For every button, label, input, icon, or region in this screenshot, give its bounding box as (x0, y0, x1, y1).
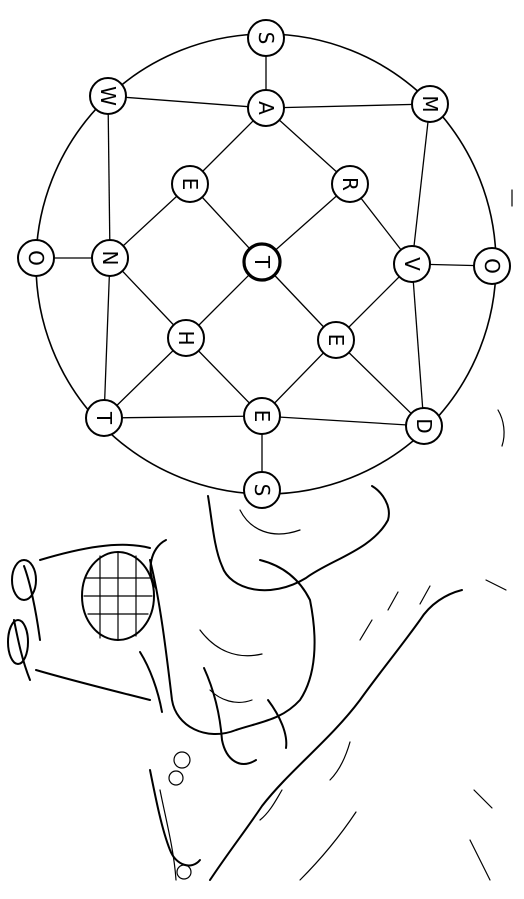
rim-node-t: T (86, 400, 122, 436)
rim-node-t-letter: T (92, 411, 116, 425)
inner-node-v: V (394, 246, 430, 282)
inner-node-a-letter: A (254, 101, 278, 115)
center-node-t-letter: T (250, 255, 274, 269)
child-with-basket-drawing (8, 190, 512, 880)
inner-node-h-letter: H (174, 330, 198, 345)
rim-node-w-letter: W (96, 86, 120, 106)
inner-node-a: A (248, 90, 284, 126)
edge-w-n (108, 96, 110, 258)
rim-node-d-letter: D (412, 418, 436, 433)
inner-node-r-letter: R (338, 177, 362, 191)
inner-node-n: N (92, 240, 128, 276)
inner-node-e-bottom: E (244, 398, 280, 434)
rim-node-s-top-letter: S (254, 32, 278, 45)
edge-e-b-d (262, 416, 424, 426)
rim-node-d: D (406, 408, 442, 444)
inner-node-e-left: E (172, 166, 208, 202)
rim-node-m: M (412, 86, 448, 122)
edge-a-m (266, 104, 430, 108)
rim-node-w: W (90, 78, 126, 114)
edge-v-d (412, 264, 424, 426)
inner-node-e-right-letter: E (324, 334, 348, 347)
inner-node-v-letter: V (400, 257, 424, 271)
rim-node-o-left-letter: O (24, 250, 48, 266)
edge-t-bl-e-b (104, 416, 262, 418)
rim-node-m-letter: M (418, 95, 442, 112)
inner-node-e-bottom-letter: E (250, 410, 274, 423)
rim-node-s-top: S (248, 20, 284, 56)
inner-node-h: H (168, 320, 204, 356)
edge-n-t-bl (104, 258, 110, 418)
inner-node-r: R (332, 166, 368, 202)
rim-node-s-bottom-letter: S (250, 484, 274, 497)
rim-node-o-right: O (474, 248, 510, 284)
inner-node-e-right: E (318, 322, 354, 358)
edge-a-w (108, 96, 266, 108)
edge-m-v (412, 104, 430, 264)
rim-node-o-right-letter: O (480, 258, 504, 274)
inner-node-n-letter: N (98, 251, 122, 266)
rim-node-o-left: O (18, 240, 54, 276)
center-node-t: T (244, 244, 280, 280)
rim-node-s-bottom: S (244, 472, 280, 508)
inner-node-e-left-letter: E (178, 178, 202, 191)
